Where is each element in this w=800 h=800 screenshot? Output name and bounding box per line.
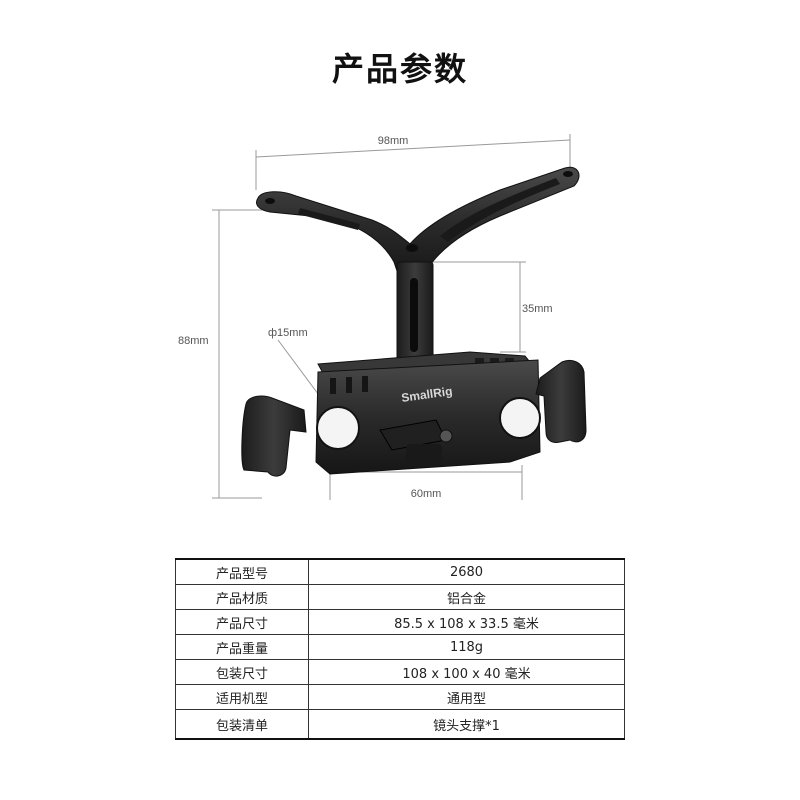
table-row: 适用机型 通用型 [175,684,625,710]
table-row: 产品重量 118g [175,634,625,660]
spec-table: 产品型号 2680 产品材质 铝合金 产品尺寸 85.5 x 108 x 33.… [175,558,625,740]
dim-top-width: 98mm [378,135,409,147]
table-row: 包装尺寸 108 x 100 x 40 毫米 [175,659,625,685]
page-title: 产品参数 [331,50,468,88]
dim-rod-diameter: ф15mm [268,327,308,339]
spec-key: 产品尺寸 [175,609,309,635]
table-row: 包装清单 镜头支撑*1 [175,709,625,740]
spec-key: 产品型号 [175,558,309,585]
dim-clamp-width: 60mm [411,488,442,500]
spec-value: 铝合金 [308,584,625,610]
spec-value: 118g [308,634,625,660]
spec-key: 包装尺寸 [175,659,309,685]
table-row: 产品尺寸 85.5 x 108 x 33.5 毫米 [175,609,625,635]
spec-value: 2680 [308,558,625,585]
dim-total-height: 88mm [178,335,209,347]
product-diagram: 98mm 88mm 35mm ф15mm 60mm [178,134,587,500]
dim-stem-height: 35mm [522,303,553,315]
spec-value: 108 x 100 x 40 毫米 [308,659,625,685]
spec-value: 镜头支撑*1 [308,709,625,740]
spec-key: 适用机型 [175,684,309,710]
table-row: 产品材质 铝合金 [175,584,625,610]
spec-key: 产品材质 [175,584,309,610]
spec-value: 85.5 x 108 x 33.5 毫米 [308,609,625,635]
table-row: 产品型号 2680 [175,558,625,585]
spec-key: 包装清单 [175,709,309,740]
spec-value: 通用型 [308,684,625,710]
spec-key: 产品重量 [175,634,309,660]
lens-support-illustration: SmallRig [241,166,587,477]
